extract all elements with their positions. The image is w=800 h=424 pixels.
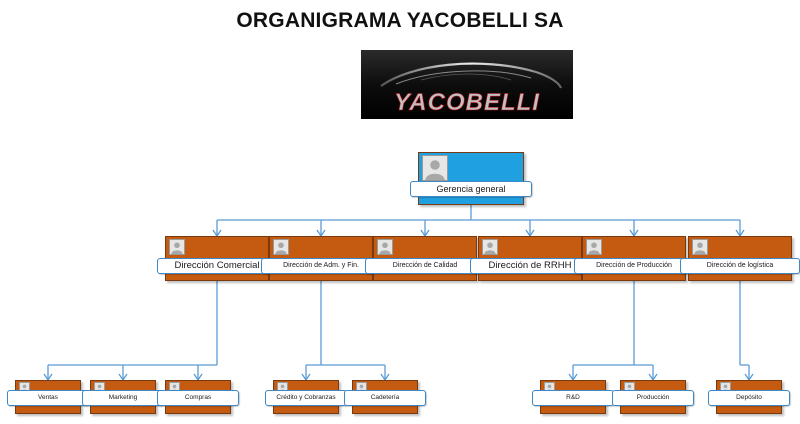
org-node-1-3[interactable]: Compras [157, 380, 239, 414]
org-node-direction-5[interactable]: Dirección de Producción [574, 236, 694, 281]
node-label: Dirección de RRHH [470, 258, 590, 274]
org-node-root[interactable]: Gerencia general [410, 152, 532, 205]
node-label: Crédito y Cobranzas [265, 390, 347, 406]
person-icon [422, 155, 448, 181]
org-node-direction-3[interactable]: Dirección de Calidad [365, 236, 485, 281]
node-label: Depósito [708, 390, 790, 406]
node-label: Dirección Comercial [157, 258, 277, 274]
node-label: Dirección de Calidad [365, 258, 485, 274]
person-icon [377, 239, 393, 255]
org-node-2-2[interactable]: Cadetería [344, 380, 426, 414]
org-node-1-2[interactable]: Marketing [82, 380, 164, 414]
org-node-direction-6[interactable]: Dirección de logística [680, 236, 800, 281]
page-title: ORGANIGRAMA YACOBELLI SA [236, 9, 564, 32]
org-node-6-1[interactable]: Depósito [708, 380, 790, 414]
org-node-2-1[interactable]: Crédito y Cobranzas [265, 380, 347, 414]
person-icon [692, 239, 708, 255]
org-node-1-1[interactable]: Ventas [7, 380, 89, 414]
node-label: Producción [612, 390, 694, 406]
person-icon [586, 239, 602, 255]
node-label: Ventas [7, 390, 89, 406]
logo-wordmark: YACOBELLI [394, 89, 540, 116]
node-label: Compras [157, 390, 239, 406]
person-icon [169, 239, 185, 255]
person-icon [482, 239, 498, 255]
org-node-direction-2[interactable]: Dirección de Adm. y Fin. [261, 236, 381, 281]
node-label: Dirección de Adm. y Fin. [261, 258, 381, 274]
org-node-5-2[interactable]: Producción [612, 380, 694, 414]
person-icon [273, 239, 289, 255]
org-node-direction-4[interactable]: Dirección de RRHH [470, 236, 590, 281]
node-label: Dirección de logística [680, 258, 800, 274]
org-node-direction-1[interactable]: Dirección Comercial [157, 236, 277, 281]
node-label: R&D [532, 390, 614, 406]
org-node-5-1[interactable]: R&D [532, 380, 614, 414]
yacobelli-logo: YACOBELLI [361, 50, 573, 119]
node-label: Gerencia general [410, 181, 532, 197]
node-label: Marketing [82, 390, 164, 406]
node-label: Cadetería [344, 390, 426, 406]
node-label: Dirección de Producción [574, 258, 694, 274]
